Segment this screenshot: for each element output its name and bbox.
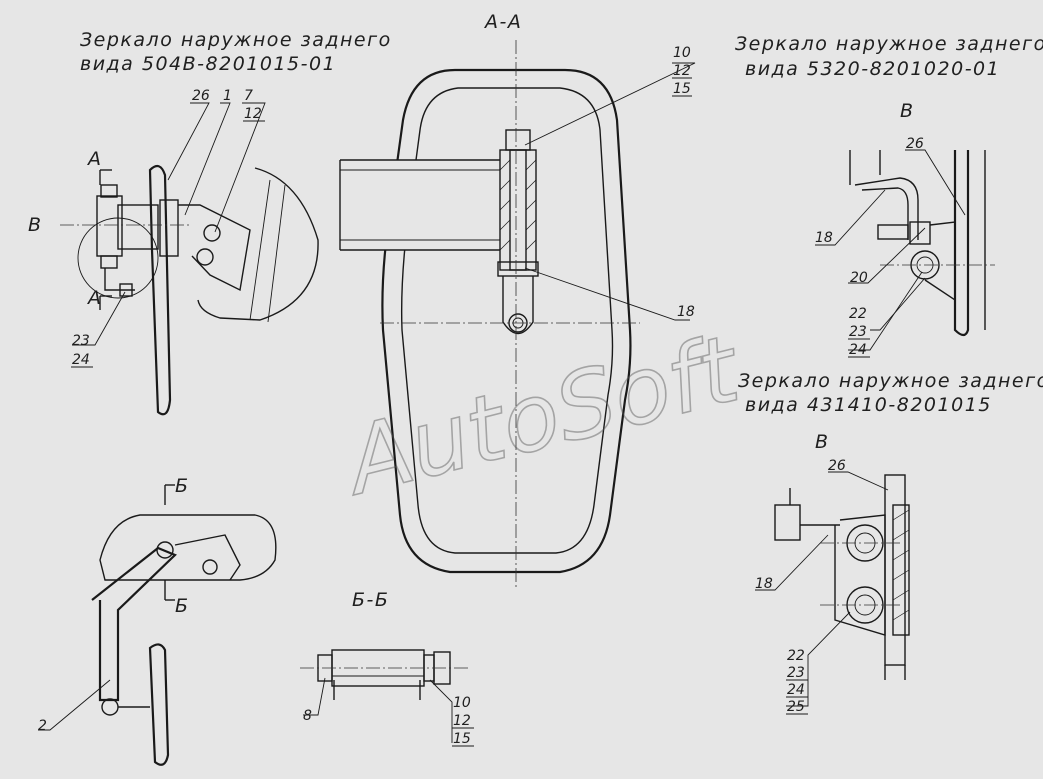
callout-15-bb: 15 [453, 731, 471, 747]
callout-18-v2: 18 [755, 576, 773, 592]
title-left-line2: вида 504В-8201015-01 [80, 53, 336, 75]
cut-label-a-top: А [86, 148, 103, 170]
callout-24-v1: 24 [849, 342, 867, 358]
callout-8: 8 [303, 708, 312, 724]
callout-25: 25 [787, 699, 805, 715]
callout-23-v2: 23 [787, 665, 805, 681]
view-label-v2: В [815, 431, 830, 453]
view-v2 [774, 474, 910, 680]
view-left-bottom [91, 484, 277, 766]
title-left-line1: Зеркало наружное заднего [80, 29, 392, 51]
title-right1-line1: Зеркало наружное заднего [735, 33, 1043, 55]
title-right1-line2: вида 5320-8201020-01 [745, 58, 1000, 80]
callout-7: 7 [244, 88, 253, 104]
section-label-aa: А-А [483, 11, 522, 33]
callout-22-v1: 22 [849, 306, 867, 322]
callout-22-v2: 22 [787, 648, 805, 664]
callout-26-left: 26 [192, 88, 210, 104]
mirror-head-side [148, 164, 172, 416]
callout-18-v1: 18 [815, 230, 833, 246]
callout-12-bb: 12 [453, 713, 471, 729]
view-left-main [60, 164, 319, 416]
view-label-v-left: В [28, 214, 43, 236]
view-aa [339, 40, 640, 590]
callout-12-aa: 12 [673, 63, 691, 79]
callouts: 26 1 7 12 23 24 10 12 15 18 26 18 20 22 … [38, 45, 924, 747]
cut-label-b-top: Б [175, 475, 190, 497]
callout-20: 20 [850, 270, 868, 286]
title-right2-line2: вида 431410-8201015 [745, 394, 992, 416]
callout-23-v1: 23 [849, 324, 867, 340]
callout-26-v1: 26 [906, 136, 924, 152]
callout-26-v2: 26 [828, 458, 846, 474]
callout-1: 1 [223, 88, 232, 104]
callout-18-aa: 18 [677, 304, 695, 320]
cut-label-b-bottom: Б [175, 595, 190, 617]
callout-underlines [71, 77, 870, 747]
section-label-bb: Б-Б [352, 589, 389, 611]
callout-24-v2: 24 [787, 682, 805, 698]
view-bb [300, 649, 470, 700]
title-right2-line1: Зеркало наружное заднего [738, 370, 1043, 392]
callout-2: 2 [38, 718, 47, 734]
detail-circle-v [77, 217, 159, 299]
leader-lines [38, 62, 966, 743]
callout-10-bb: 10 [453, 695, 471, 711]
view-label-v1: В [900, 100, 915, 122]
callout-15-aa: 15 [673, 81, 691, 97]
callout-10-aa: 10 [673, 45, 691, 61]
callout-12-left: 12 [244, 106, 262, 122]
view-v1 [849, 150, 995, 337]
watermark-logo: AutoSoft [333, 315, 752, 517]
callout-24-left: 24 [72, 352, 90, 368]
callout-23-left: 23 [72, 333, 90, 349]
